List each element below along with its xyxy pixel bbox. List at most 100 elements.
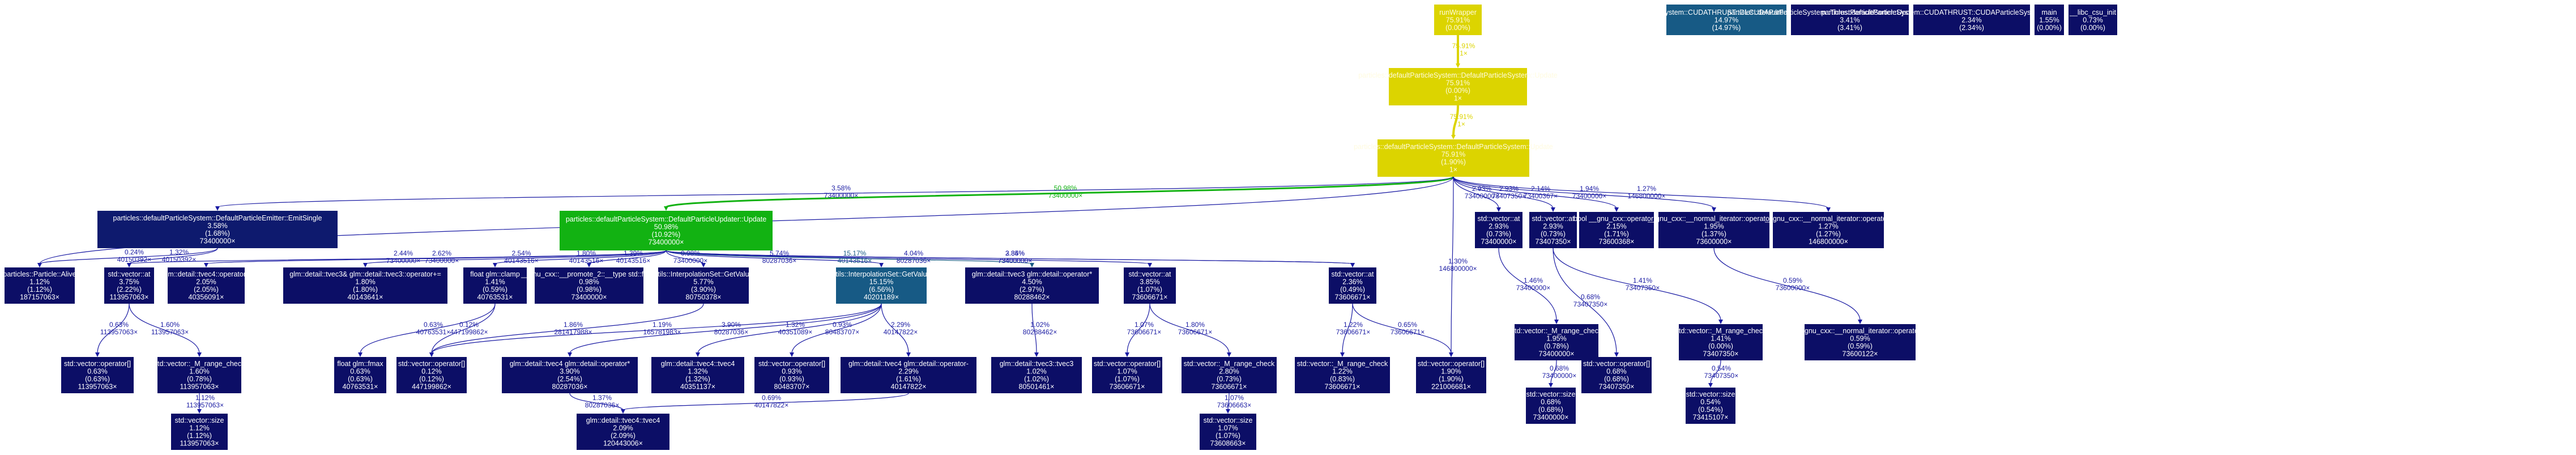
edge-call-count-label: 73400000× (1048, 192, 1082, 199)
self-percent: (1.68%) (205, 229, 230, 237)
function-node[interactable]: particles::Particle::Alive1.12%(1.12%)18… (3, 267, 76, 304)
function-node[interactable]: glm::detail::tvec4::tvec42.09%(2.09%)120… (577, 414, 669, 450)
edge-arrowhead (215, 206, 220, 211)
function-node[interactable]: __gnu_cxx::__normal_iterator::operator*0… (1796, 324, 1924, 360)
function-node[interactable]: glm::detail::tvec4 glm::detail::operator… (841, 357, 976, 393)
total-percent: 1.27% (1818, 223, 1838, 231)
self-percent: (1.12%) (187, 432, 212, 440)
call-edge: 1.80%40143516× (493, 249, 667, 267)
function-node[interactable]: std::vector::operator[]0.63%(0.63%)11395… (61, 357, 134, 393)
function-node[interactable]: std::vector::_M_range_check1.41%(0.00%)7… (1675, 324, 1767, 360)
function-node[interactable]: std::vector::_M_range_check1.22%(0.83%)7… (1295, 357, 1390, 393)
function-node[interactable]: bool __gnu_cxx::operator!=2.15%(1.71%)73… (1573, 212, 1660, 248)
edge-line (1453, 176, 1499, 209)
total-percent: 2.09% (613, 424, 633, 432)
edge-percent-label: 1.07% (1135, 321, 1154, 329)
call-edge: 2.62%73400000× (204, 249, 667, 267)
function-node-box (535, 267, 643, 304)
function-node[interactable]: glm::detail::tvec4 glm::detail::operator… (502, 357, 638, 393)
call-edge: 15.17%40143516× (666, 249, 1034, 267)
edge-call-count-label: 73400000× (1572, 192, 1606, 200)
function-node[interactable]: std::vector::operator[]0.68%(0.68%)73407… (1581, 357, 1652, 393)
function-node[interactable]: std::vector::at2.93%(0.73%)73407350× (1529, 212, 1577, 248)
edge-call-count-label: 40763531× (416, 328, 450, 336)
edge-line (588, 250, 667, 265)
function-node-box (1295, 357, 1390, 393)
edge-arrowhead (790, 352, 794, 357)
function-node-box (104, 267, 154, 304)
function-node[interactable]: std::vector::_M_range_check2.80%(0.73%)7… (1182, 357, 1277, 393)
function-node[interactable]: glm::detail::tvec4::operator+2.05%(2.05%… (163, 267, 250, 304)
function-node[interactable]: std::vector::operator[]0.12%(0.12%)44719… (396, 357, 467, 393)
function-node[interactable]: __gnu_cxx::__normal_iterator::operator++… (1647, 212, 1780, 248)
function-node-box (965, 267, 1099, 304)
function-node[interactable]: std::vector::at2.93%(0.73%)73400000× (1475, 212, 1522, 248)
call-edge: 0.63%40763531× (358, 303, 496, 357)
edge-arrowhead (204, 263, 208, 267)
function-node[interactable]: particles::defaultParticleSystem::Defaul… (1358, 68, 1558, 105)
function-node[interactable]: particles::defaultParticleSystem::Defaul… (97, 211, 338, 248)
function-node[interactable]: glm::detail::tvec4::tvec41.32%(1.32%)403… (651, 357, 744, 393)
function-name: std::vector::operator[] (1418, 360, 1485, 368)
edge-arrowhead (1456, 63, 1460, 68)
function-node[interactable]: std::vector::at3.75%(2.22%)113957063× (104, 267, 154, 304)
nodes-layer: runWrapper75.91%(0.00%)particles::defaul… (3, 5, 2122, 450)
function-node[interactable]: glm::detail::tvec3 glm::detail::operator… (965, 267, 1099, 304)
function-node[interactable]: std::vector::_M_range_check1.60%(0.78%)1… (154, 357, 245, 393)
call-edge: 1.39%40143516× (587, 249, 667, 267)
self-percent: (0.63%) (85, 375, 110, 383)
function-node[interactable]: std::vector::operator[]1.07%(1.07%)73606… (1092, 357, 1162, 393)
function-node-box (658, 267, 749, 304)
edge-percent-label: 1.80% (577, 249, 596, 257)
function-node[interactable]: particles::defaultParticleSystem::Defaul… (560, 211, 773, 250)
edge-line (1453, 176, 1617, 209)
call-edge: 1.02%80288462× (1023, 303, 1057, 357)
edge-percent-label: 3.90% (722, 321, 741, 329)
edge-line (622, 393, 909, 411)
self-percent: (0.00%) (2037, 24, 2062, 32)
function-name: utils::InterpolationSet::GetValue (654, 270, 753, 278)
function-node[interactable]: __gnu_cxx::__promote_2::__type std::fmax… (521, 267, 658, 304)
function-node[interactable]: std::vector::operator[]0.93%(0.93%)80483… (754, 357, 829, 393)
edge-call-count-label: 165781983× (643, 328, 681, 336)
function-node-box (1416, 357, 1486, 393)
function-node[interactable]: glm::detail::tvec3& glm::detail::tvec3::… (283, 267, 447, 304)
edge-call-count-label: 73600000× (1776, 284, 1810, 292)
function-node[interactable]: particles::defaultParticleSystem::Thrust… (1728, 5, 1973, 35)
function-node[interactable]: std::vector::operator[]1.90%(1.90%)22100… (1416, 357, 1486, 393)
edge-call-count-label: 73606663× (1217, 401, 1251, 409)
function-node[interactable]: __gnu_cxx::__normal_iterator::operator*1… (1764, 212, 1892, 248)
self-percent: (0.12%) (419, 375, 444, 383)
function-node-box (334, 357, 386, 393)
function-node[interactable]: std::vector::_M_range_check1.95%(0.78%)7… (1511, 324, 1602, 360)
call-count: 113957063× (78, 383, 117, 391)
function-node[interactable]: particles::defaultParticleSystem::Defaul… (1354, 139, 1553, 177)
function-name: particles::defaultParticleSystem::Defaul… (1354, 143, 1553, 151)
function-node[interactable]: utils::InterpolationSet::GetValue15.15%(… (832, 267, 931, 304)
edge-arrowhead (127, 263, 131, 267)
call-count: 73606671× (1325, 383, 1360, 391)
total-percent: 0.12% (421, 368, 441, 376)
edge-line (1453, 176, 1715, 209)
function-name: glm::detail::tvec4::tvec4 (661, 360, 735, 368)
call-edge: 0.59%73600000× (1713, 248, 1862, 324)
function-name: std::vector::_M_range_check (1511, 327, 1602, 335)
function-name: glm::detail::tvec4::operator+ (163, 270, 250, 278)
function-node[interactable]: glm::detail::tvec3::tvec31.02%(1.02%)805… (991, 357, 1082, 393)
function-node[interactable]: std::vector::at3.85%(1.07%)73606671× (1124, 267, 1176, 304)
function-node[interactable]: std::vector::at2.36%(0.49%)73606671× (1329, 267, 1376, 304)
total-percent: 5.77% (693, 278, 713, 286)
call-edge: 1.07%73606663× (1217, 393, 1251, 414)
call-edge: 0.68%73407350× (1553, 248, 1619, 357)
call-count: 40143641× (348, 294, 383, 301)
function-node[interactable]: utils::InterpolationSet::GetValue5.77%(3… (654, 267, 753, 304)
